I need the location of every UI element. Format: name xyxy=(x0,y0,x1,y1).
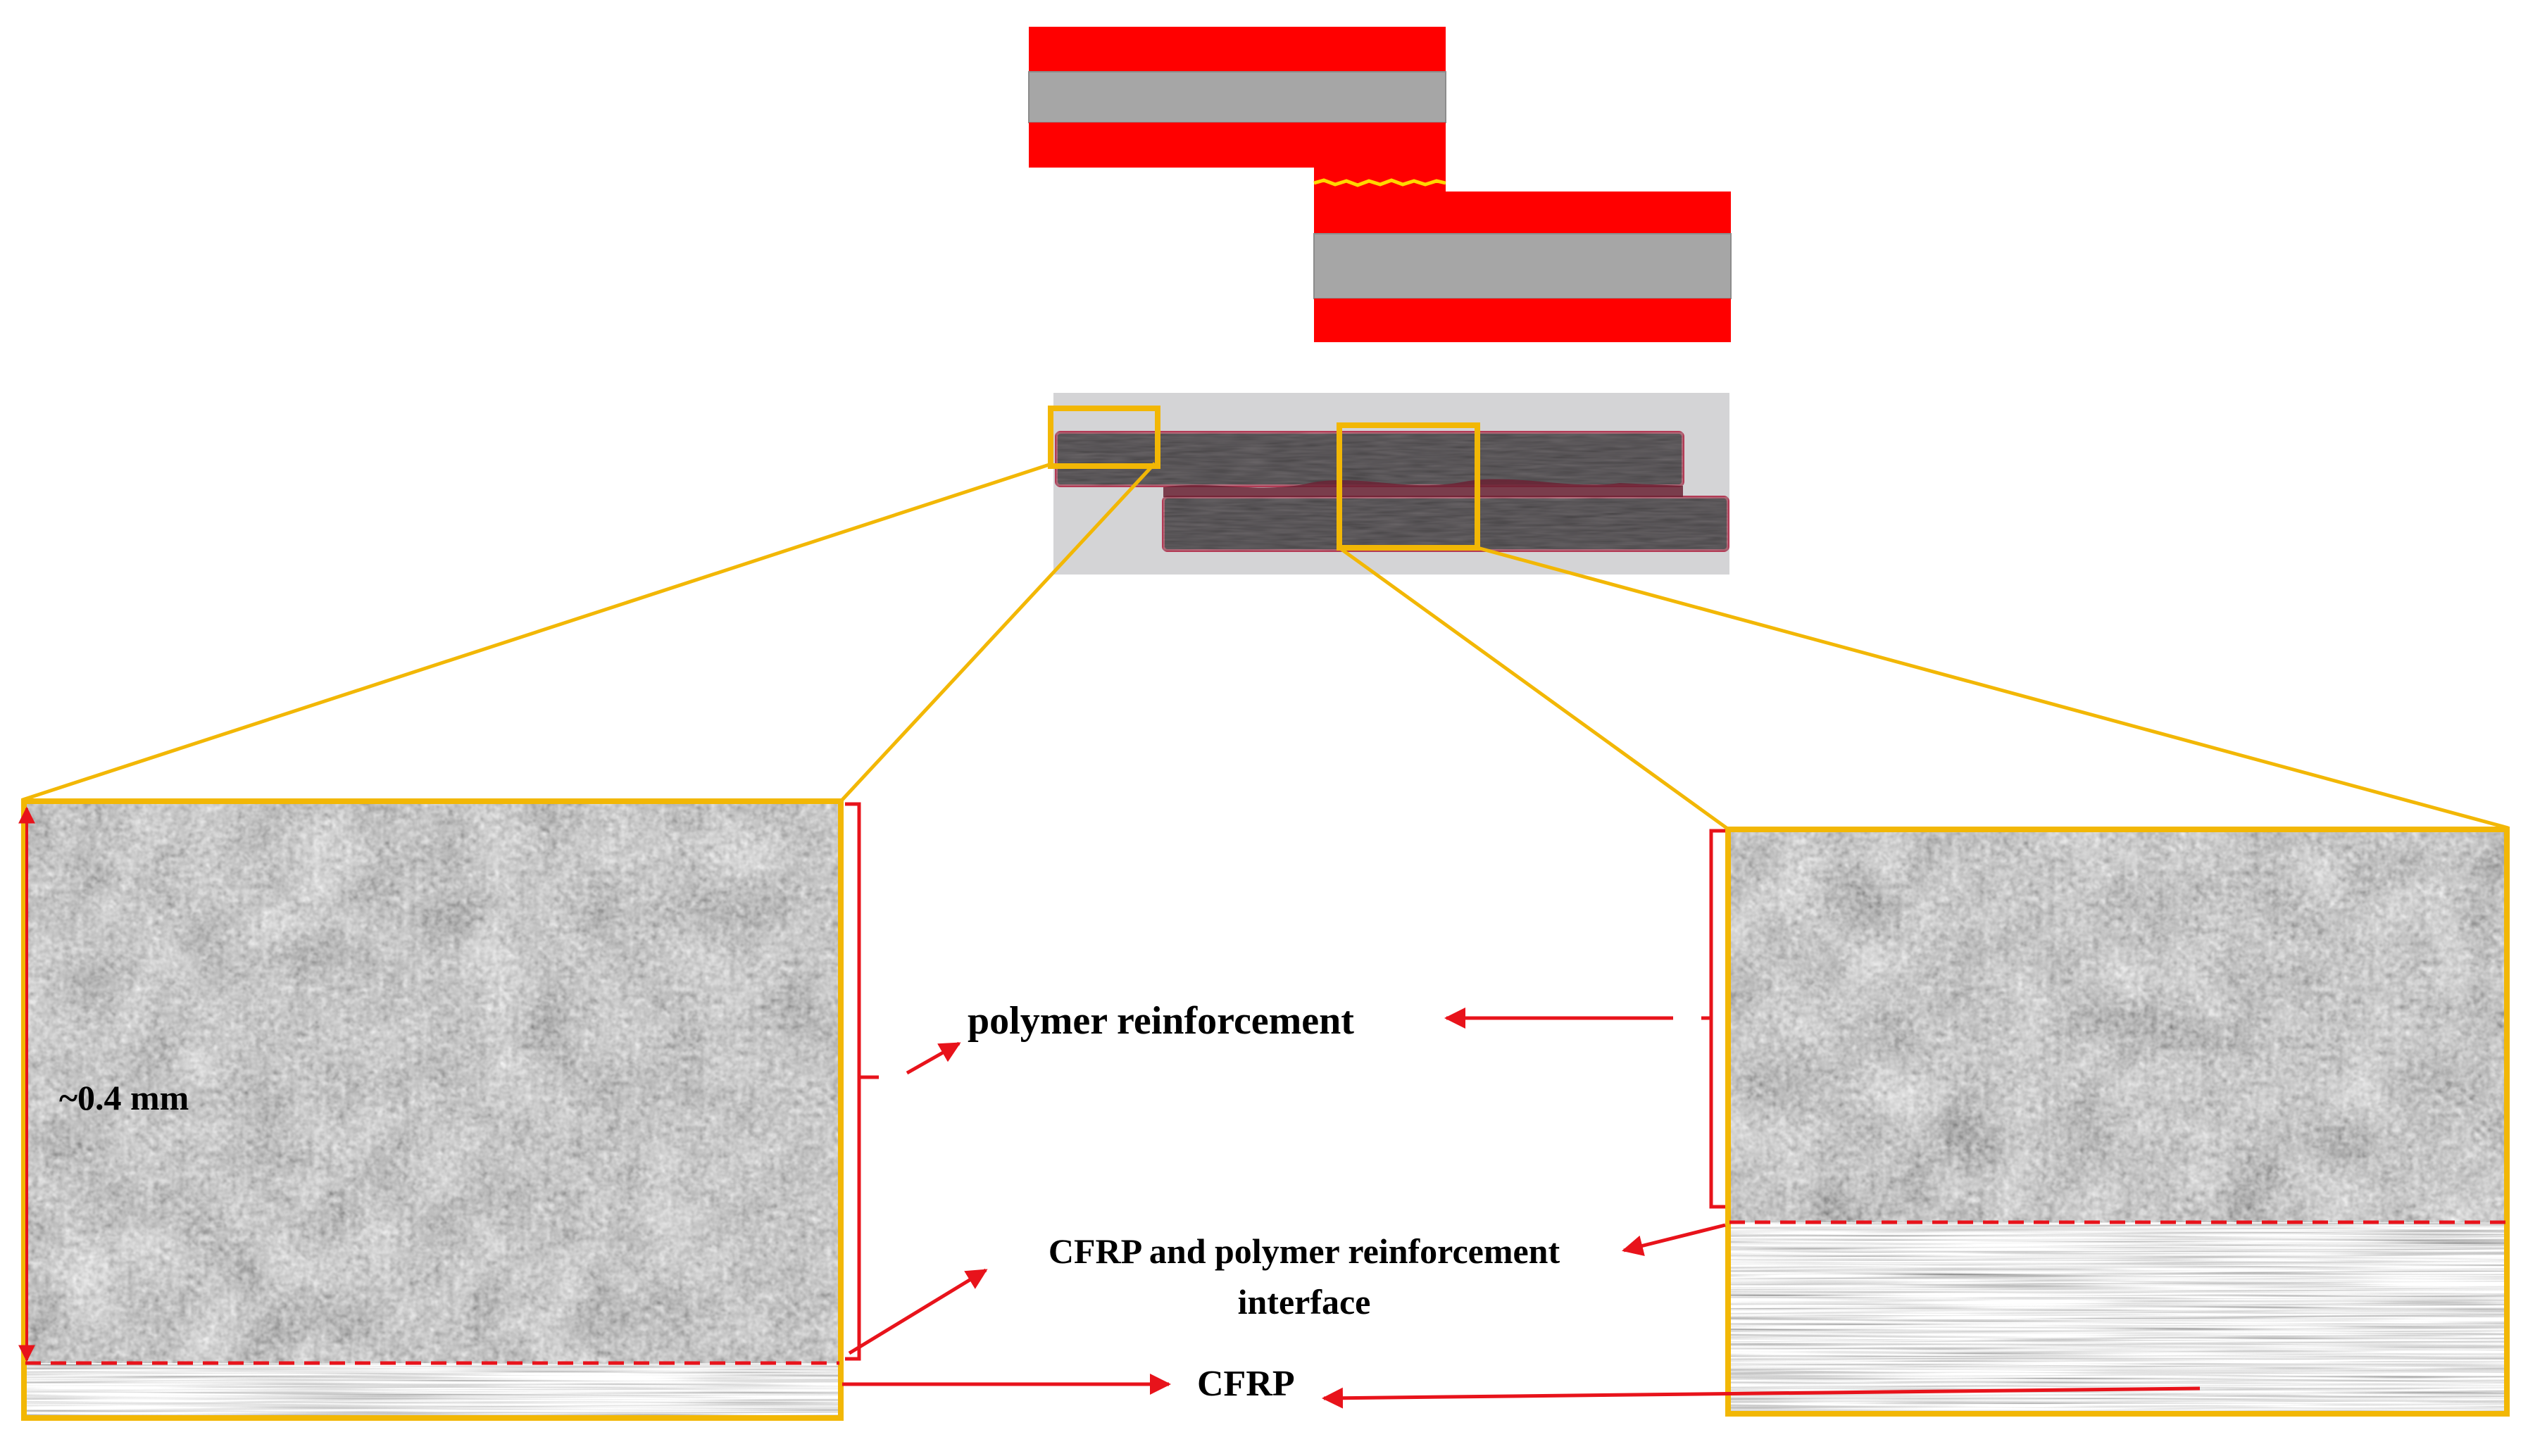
lower-adherend-bottom-layer xyxy=(1314,299,1731,342)
left-cfrp-fiber-layer xyxy=(25,1363,839,1417)
upper-adherend-top-layer xyxy=(1029,27,1446,72)
crack-path xyxy=(1313,178,1446,187)
zoom-projection-lines xyxy=(22,461,2509,830)
interface-label-line2: interface xyxy=(1238,1282,1371,1322)
lower-adherend-core xyxy=(1313,233,1732,299)
zoom-line-right-outer xyxy=(1477,546,2509,830)
arrow-right-cfrp-to-label xyxy=(1322,1386,2201,1409)
zoom-line-left-inner xyxy=(841,462,1156,801)
zoom-line-left-outer xyxy=(22,461,1054,802)
fractured-specimen-photo xyxy=(1048,393,1729,575)
arrow-to-polymer-label xyxy=(906,1041,961,1075)
fracture-surface xyxy=(1163,479,1683,497)
right-micrograph xyxy=(1725,827,2510,1417)
arrow-right-interface-to-label xyxy=(1622,1223,1726,1257)
lower-adherend-top-layer xyxy=(1314,192,1731,234)
left-reinforcement-bracket xyxy=(845,802,879,1361)
annotation-arrows xyxy=(842,1008,2201,1409)
thickness-label: ~0.4 mm xyxy=(59,1078,189,1117)
zoom-box-left xyxy=(1048,406,1160,469)
right-cfrp-fiber-layer xyxy=(1729,1222,2505,1412)
cfrp-label: CFRP xyxy=(1197,1364,1295,1404)
upper-adherend-core xyxy=(1028,71,1446,123)
left-micrograph xyxy=(18,798,844,1421)
upper-adherend xyxy=(1028,27,1446,168)
interface-label-line1: CFRP and polymer reinforcement xyxy=(1049,1231,1560,1271)
arrow-to-interface-label xyxy=(848,1268,988,1355)
overlap-bond-region xyxy=(1314,168,1446,192)
right-micrograph-frame xyxy=(1725,827,2510,1417)
right-reinforcement-bracket xyxy=(1701,829,1725,1209)
zoom-box-center xyxy=(1337,422,1480,551)
lap-joint-schematic xyxy=(1028,27,1732,342)
zoom-line-right-inner xyxy=(1338,546,1728,830)
polymer-reinforcement-label: polymer reinforcement xyxy=(968,999,1354,1043)
upper-adherend-bottom-layer xyxy=(1029,123,1446,168)
lower-adherend xyxy=(1313,192,1732,342)
